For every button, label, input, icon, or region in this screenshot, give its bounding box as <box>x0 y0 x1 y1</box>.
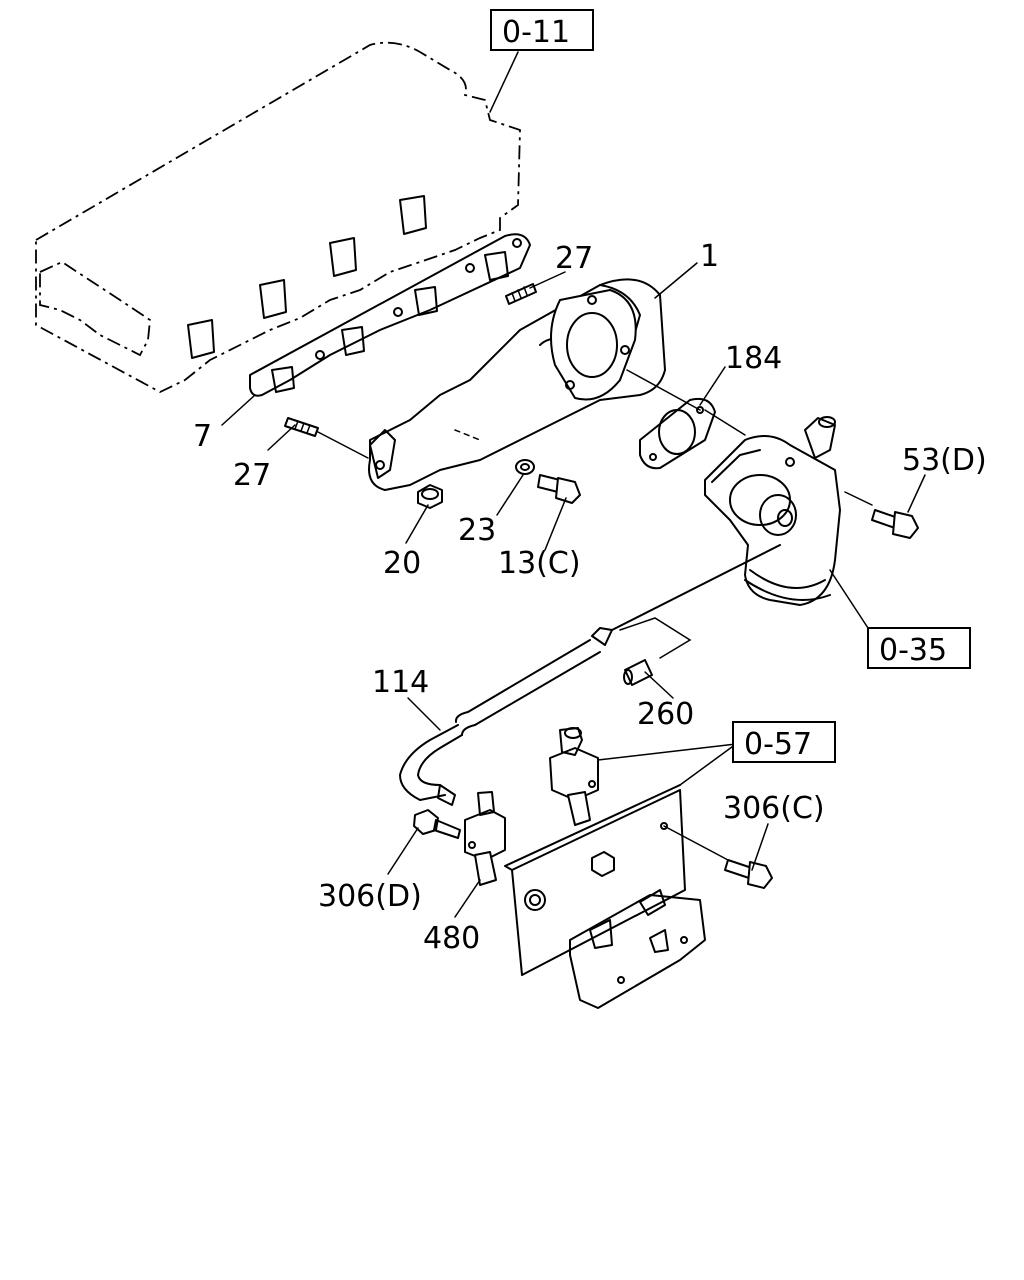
callout-114: 114 <box>372 665 429 700</box>
manifold-gasket <box>249 233 531 397</box>
bolt-53d <box>871 509 919 539</box>
stud-bolt-lower <box>284 417 369 459</box>
callout-480: 480 <box>423 921 480 956</box>
exhaust-gasket-184 <box>626 369 746 470</box>
cylinder-head-outline <box>35 41 521 394</box>
reference-box-0-57[interactable]: 0-57 <box>732 721 836 763</box>
reference-box-0-35[interactable]: 0-35 <box>867 627 971 669</box>
hose-260 <box>619 617 692 686</box>
mounting-bracket <box>504 784 729 1009</box>
nut-20 <box>417 484 443 509</box>
stud-bolt-upper <box>505 283 537 305</box>
callout-7: 7 <box>193 419 212 454</box>
solenoid-valve-right <box>549 727 599 826</box>
callout-27-upper: 27 <box>555 241 593 276</box>
reference-label-0-57: 0-57 <box>744 727 812 762</box>
vacuum-pipe-114 <box>399 544 781 806</box>
callout-13c: 13(C) <box>498 546 581 581</box>
callout-23: 23 <box>458 513 496 548</box>
callout-184: 184 <box>725 341 782 376</box>
callout-labels: 1 7 27 27 184 53(D) 23 13(C) 20 114 260 … <box>193 239 987 956</box>
reference-box-0-11[interactable]: 0-11 <box>490 9 594 51</box>
solenoid-valve-480 <box>464 791 506 886</box>
callout-306c: 306(C) <box>723 791 825 826</box>
bolt-306c <box>724 859 773 889</box>
callout-260: 260 <box>637 697 694 732</box>
reference-label-0-35: 0-35 <box>879 633 947 668</box>
callout-53d: 53(D) <box>902 443 987 478</box>
leader-lines <box>221 51 926 918</box>
exhaust-manifold <box>368 278 666 491</box>
callout-1: 1 <box>700 239 719 274</box>
washer-23 <box>515 459 535 475</box>
exhaust-brake-valve <box>704 416 873 606</box>
callout-20: 20 <box>383 546 421 581</box>
bolt-13c <box>537 474 581 504</box>
callout-27-lower: 27 <box>233 458 271 493</box>
reference-label-0-11: 0-11 <box>502 15 570 50</box>
callout-306d: 306(D) <box>318 879 422 914</box>
bolt-306d <box>413 809 461 839</box>
